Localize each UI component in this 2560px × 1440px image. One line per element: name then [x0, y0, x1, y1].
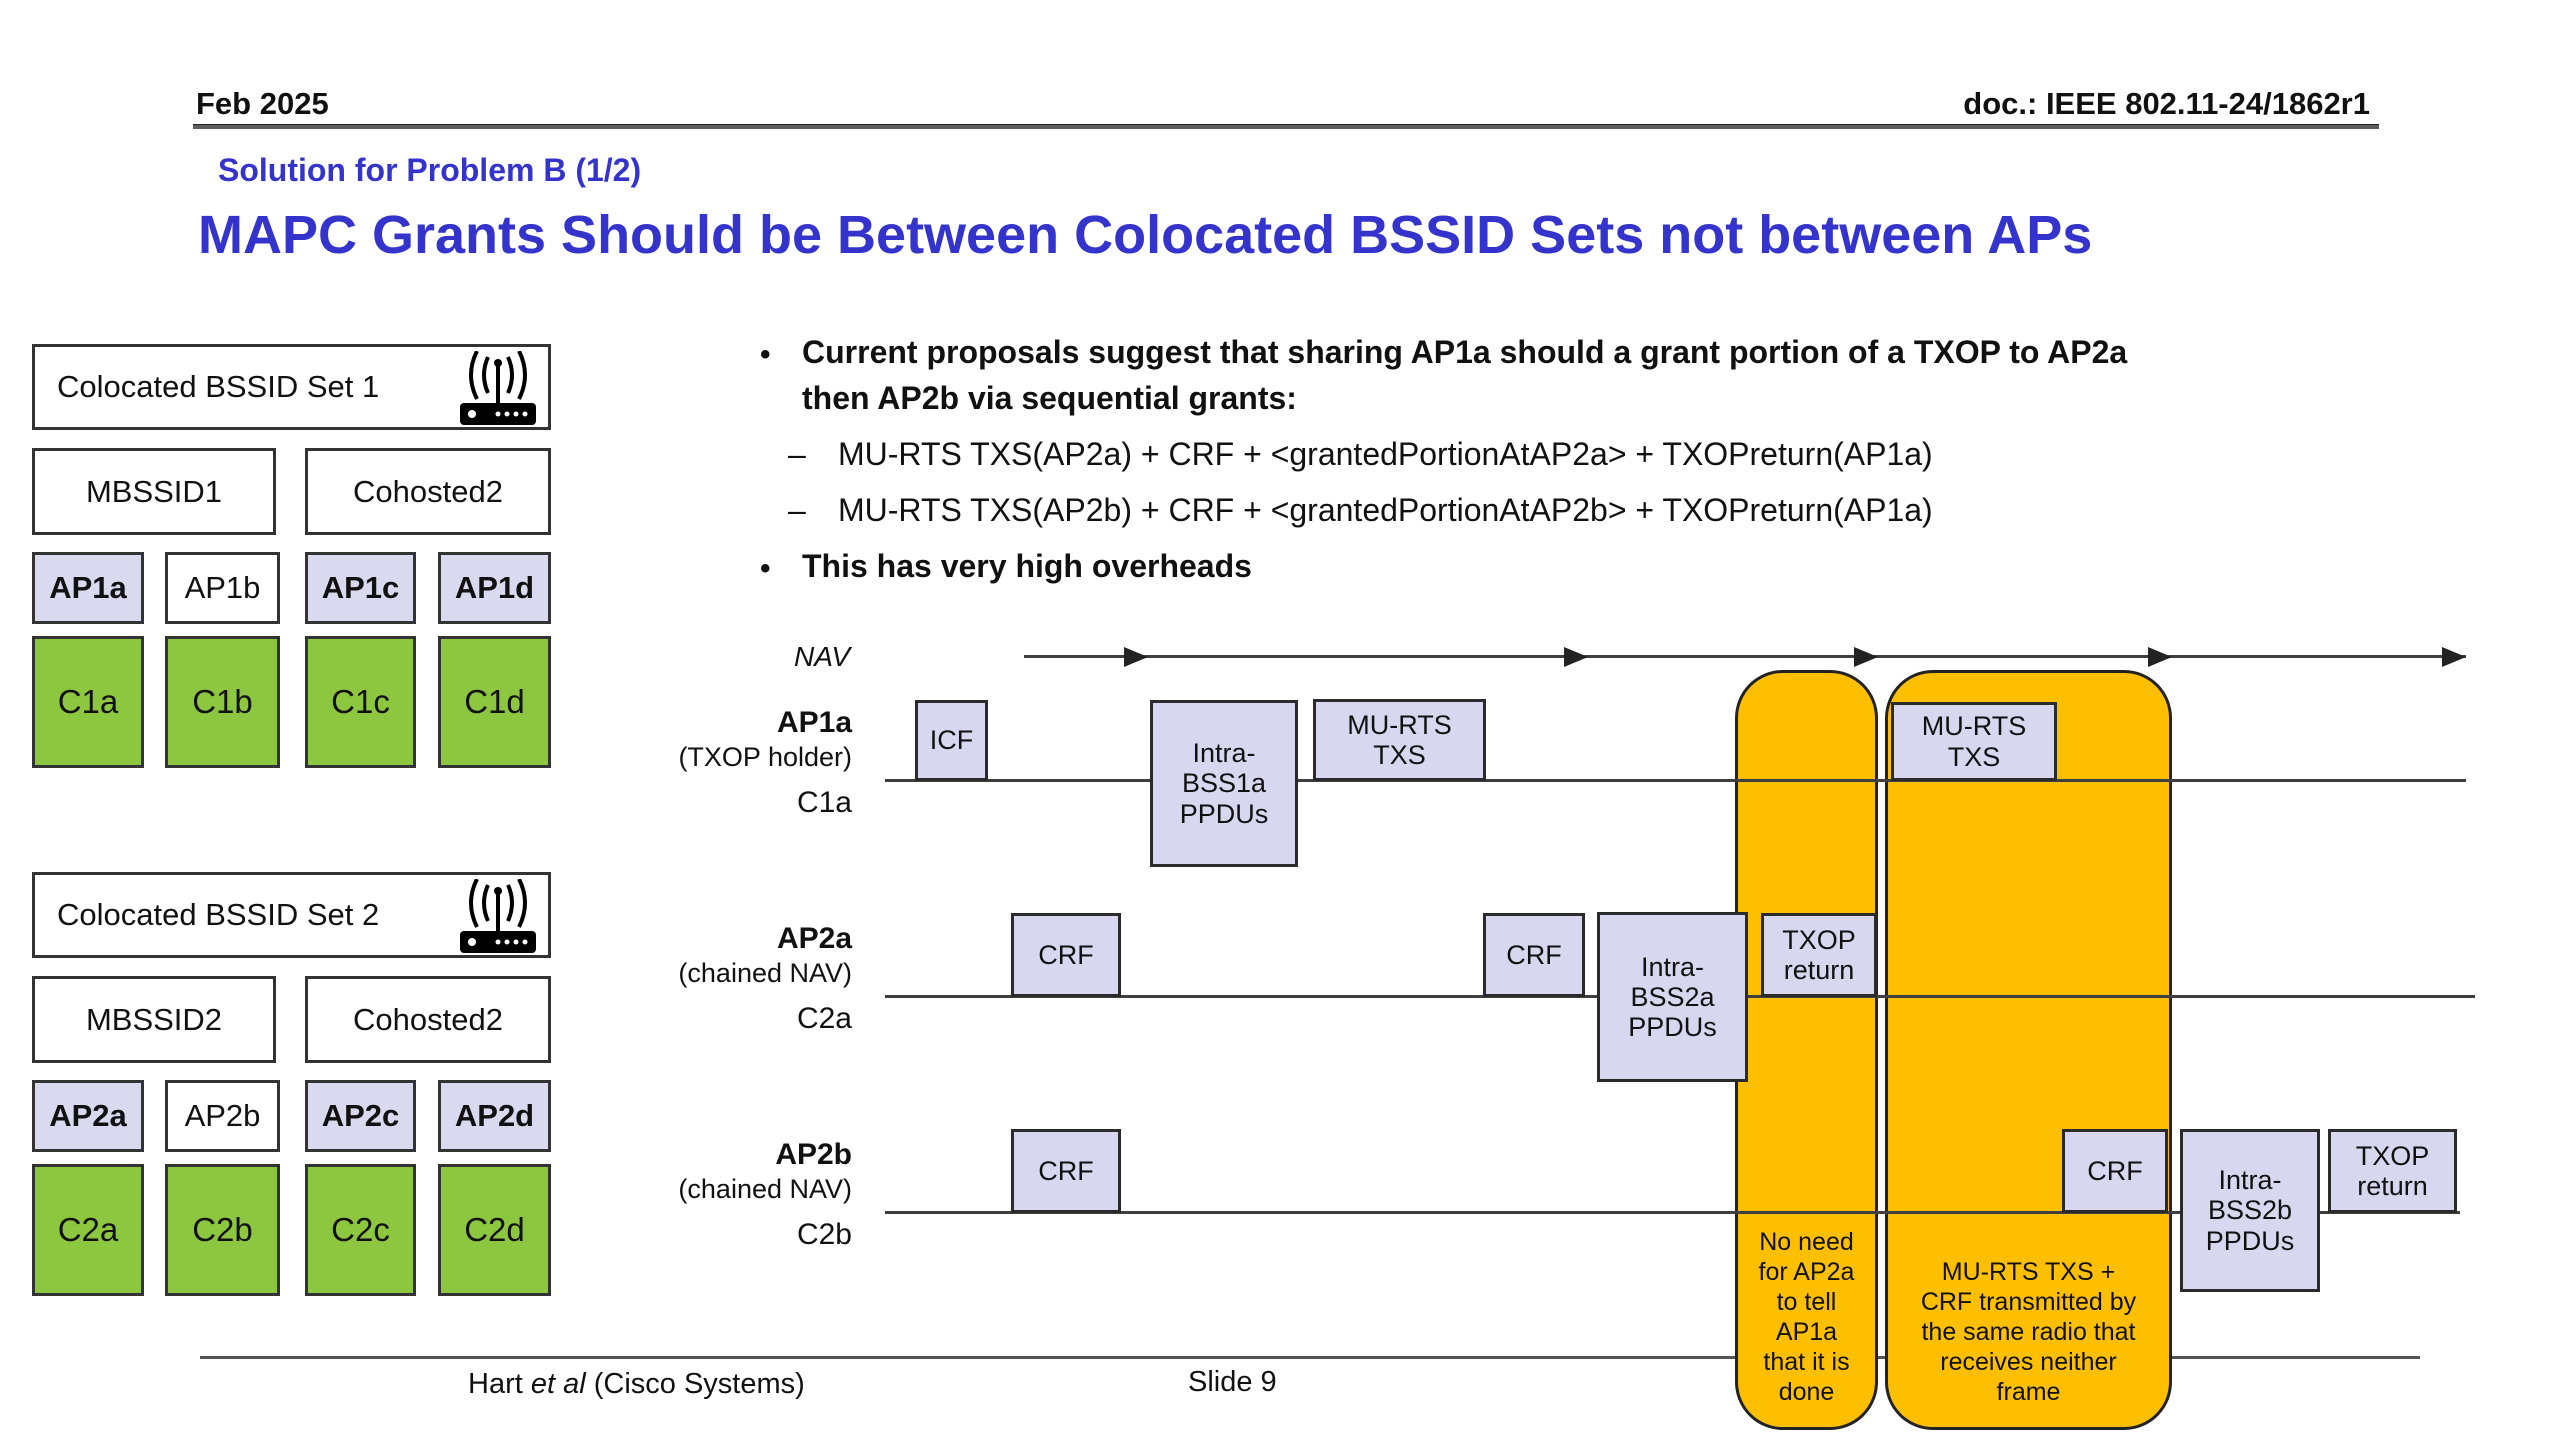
footer-author: Hart et al (Cisco Systems): [468, 1368, 805, 1401]
callout-same-radio-text: MU-RTS TXS + CRF transmitted by the same…: [1920, 1258, 2137, 1406]
footer-rule: [200, 1356, 2420, 1359]
client-box-c1c: C1c: [305, 636, 416, 768]
ap-box-ap1b: AP1b: [165, 552, 280, 624]
row-line-ap2b: [885, 1211, 2460, 1214]
bullet-2: This has very high overheads: [802, 548, 1252, 584]
client-box-c1b: C1b: [165, 636, 280, 768]
client-box-c2d: C2d: [438, 1164, 551, 1296]
row-sublabel-ap1a: (TXOP holder): [678, 742, 852, 772]
frame-box-mu_rts_1: MU-RTS TXS: [1313, 699, 1486, 781]
header-rule: [193, 124, 2379, 129]
footer-author-pre: Hart: [468, 1368, 531, 1400]
set-2-title-box: Colocated BSSID Set 2: [32, 872, 551, 958]
ap-box-ap1a: AP1a: [32, 552, 144, 624]
frame-box-txop_return_2: TXOP return: [1761, 913, 1877, 997]
bullet-1-line2: then AP2b via sequential grants:: [802, 380, 1297, 416]
frame-box-icf: ICF: [915, 700, 988, 781]
slide-title: MAPC Grants Should be Between Colocated …: [198, 205, 2093, 265]
header-doc-number: doc.: IEEE 802.11-24/1862r1: [1963, 86, 2370, 121]
nav-label: NAV: [793, 641, 850, 672]
slide-kicker: Solution for Problem B (1/2): [218, 152, 642, 188]
nav-line: [1024, 655, 2466, 658]
router-icon: [460, 350, 536, 425]
callout-same-radio: MU-RTS TXS + CRF transmitted by the same…: [1885, 670, 2172, 1430]
bullet-sub-2-dash: –: [788, 492, 806, 528]
bullet-marker: •: [760, 338, 771, 371]
client-box-c1a: C1a: [32, 636, 144, 768]
nav-arrowhead: [1564, 647, 1588, 667]
frame-box-txop_return_3: TXOP return: [2328, 1129, 2457, 1213]
ap-box-ap2d: AP2d: [438, 1080, 551, 1152]
ap-box-ap2c: AP2c: [305, 1080, 416, 1152]
set-1-title-box: Colocated BSSID Set 1: [32, 344, 551, 430]
frame-box-crf_3b: CRF: [2062, 1129, 2168, 1213]
bullet-marker: •: [760, 552, 771, 585]
set-2-group-mbssid: MBSSID2: [32, 976, 276, 1063]
bullet-1-line1: Current proposals suggest that sharing A…: [802, 334, 2128, 370]
router-icon: [460, 878, 536, 953]
nav-arrowhead: [2148, 647, 2172, 667]
callout-no-need-text: No need for AP2a to tell AP1a that it is…: [1758, 1228, 1855, 1406]
set-2-title: Colocated BSSID Set 2: [57, 897, 380, 932]
row-label-ap1a: AP1a: [776, 706, 852, 739]
row-sublabel-ap2a: (chained NAV): [678, 958, 852, 988]
frame-box-crf_2b: CRF: [1483, 913, 1585, 997]
row-client-c1a: C1a: [796, 786, 852, 819]
row-label-ap2b: AP2b: [775, 1138, 852, 1171]
footer-author-italic: et al: [530, 1368, 586, 1400]
frame-box-intra_bss1a: Intra- BSS1a PPDUs: [1150, 700, 1298, 867]
row-line-ap1a: [885, 779, 2466, 782]
ap-box-ap2b: AP2b: [165, 1080, 280, 1152]
row-client-c2b: C2b: [796, 1218, 852, 1251]
set-1-group-mbssid: MBSSID1: [32, 448, 276, 535]
frame-box-crf_2a: CRF: [1011, 913, 1121, 997]
nav-arrowhead: [1854, 647, 1878, 667]
client-box-c2b: C2b: [165, 1164, 280, 1296]
ap-box-ap1d: AP1d: [438, 552, 551, 624]
set-1-title: Colocated BSSID Set 1: [57, 369, 380, 404]
footer-author-post: (Cisco Systems): [585, 1368, 805, 1400]
frame-box-mu_rts_2: MU-RTS TXS: [1891, 702, 2057, 781]
footer-slide-number: Slide 9: [1188, 1366, 1277, 1398]
client-box-c2a: C2a: [32, 1164, 144, 1296]
set-2-group-cohosted: Cohosted2: [305, 976, 551, 1063]
client-box-c2c: C2c: [305, 1164, 416, 1296]
bullet-sub-2: MU-RTS TXS(AP2b) + CRF + <grantedPortion…: [838, 492, 1933, 528]
client-box-c1d: C1d: [438, 636, 551, 768]
frame-box-intra_bss2b: Intra- BSS2b PPDUs: [2180, 1129, 2320, 1292]
set-1-group-cohosted: Cohosted2: [305, 448, 551, 535]
nav-arrowhead: [1124, 647, 1148, 667]
row-client-c2a: C2a: [796, 1002, 852, 1035]
header-date: Feb 2025: [196, 86, 329, 121]
bullet-sub-1-dash: –: [788, 436, 806, 472]
frame-box-intra_bss2a: Intra- BSS2a PPDUs: [1597, 912, 1748, 1082]
ap-box-ap2a: AP2a: [32, 1080, 144, 1152]
bullet-sub-1: MU-RTS TXS(AP2a) + CRF + <grantedPortion…: [838, 436, 1933, 472]
row-label-ap2a: AP2a: [776, 922, 852, 955]
frame-box-crf_3a: CRF: [1011, 1129, 1121, 1213]
row-sublabel-ap2b: (chained NAV): [678, 1174, 852, 1204]
ap-box-ap1c: AP1c: [305, 552, 416, 624]
nav-arrowhead: [2442, 647, 2466, 667]
callout-no-need: No need for AP2a to tell AP1a that it is…: [1735, 670, 1878, 1430]
